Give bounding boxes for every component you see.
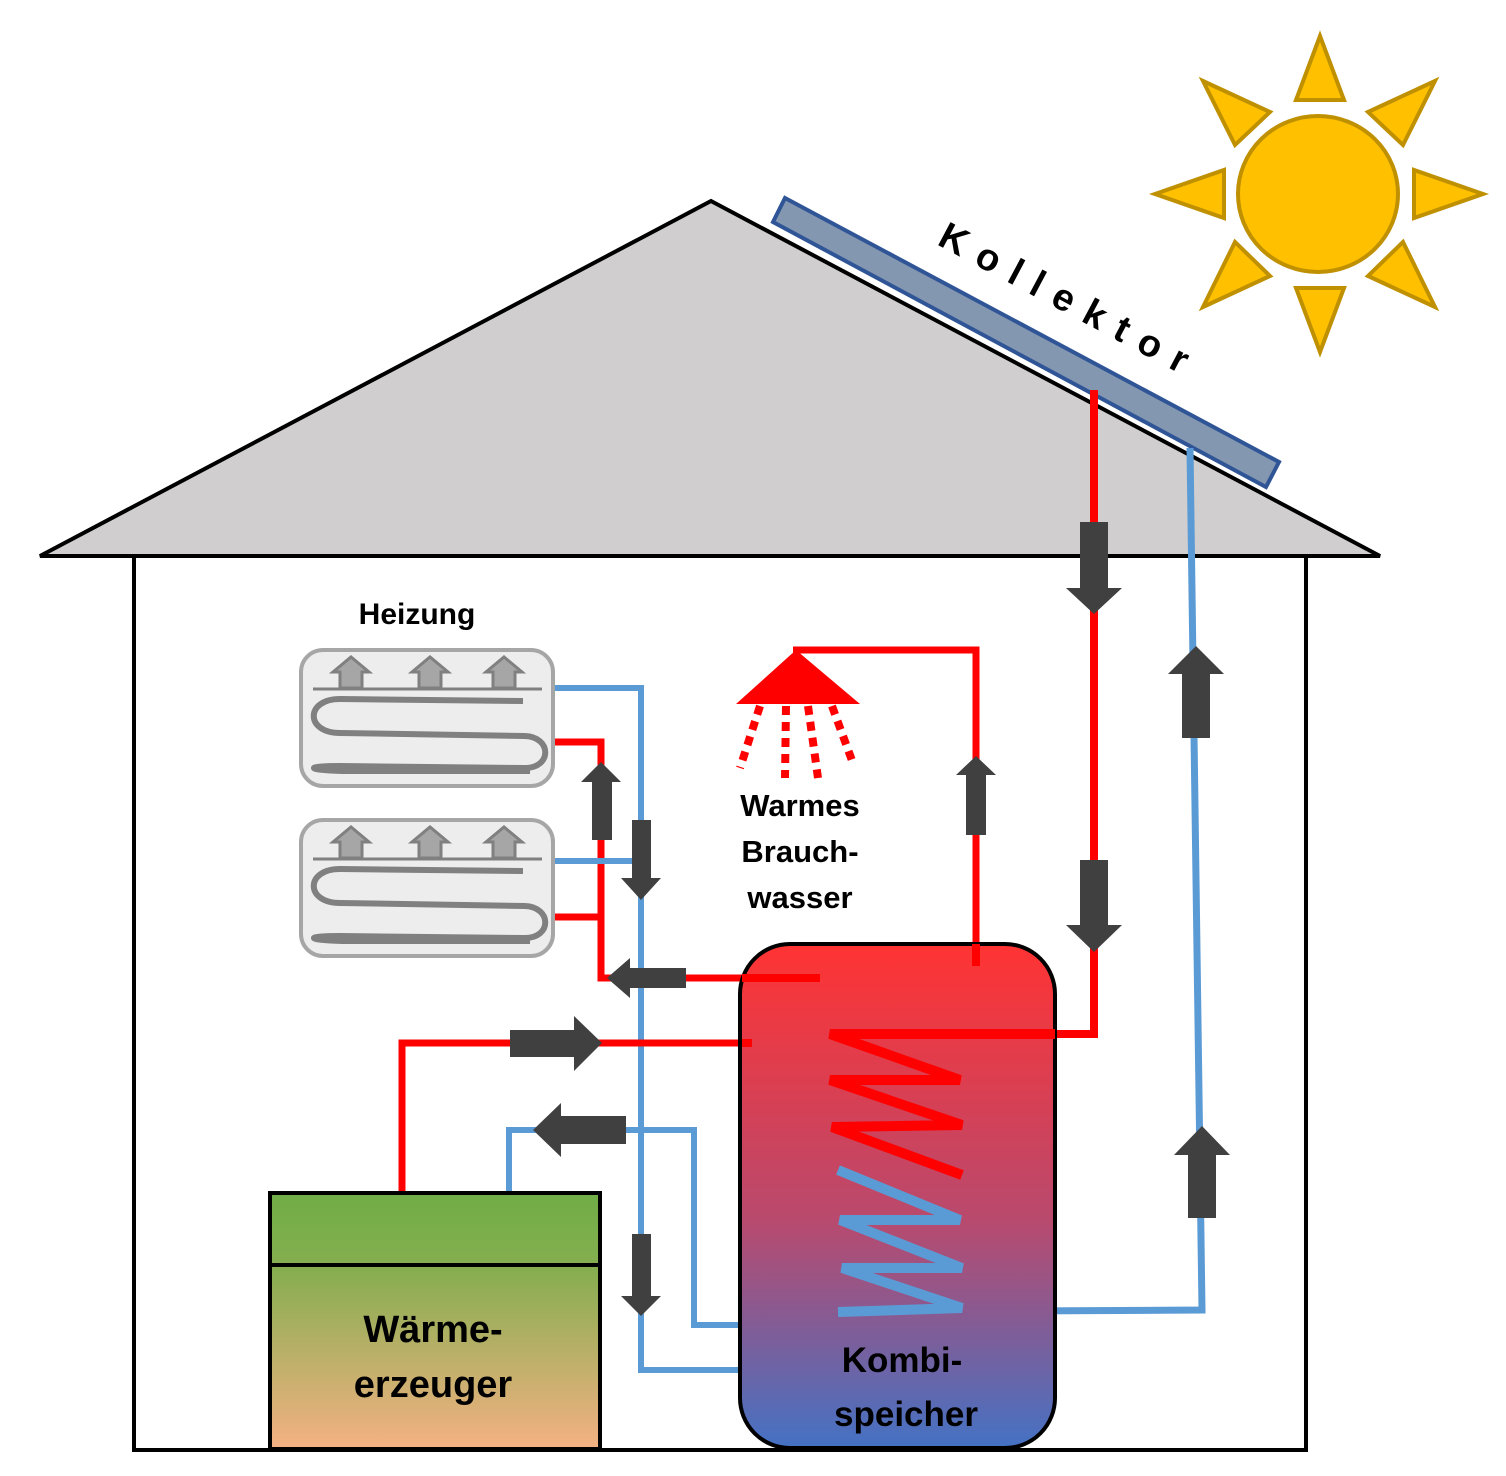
flow-arrow-down-icon: [621, 1234, 661, 1316]
flow-arrow-right-icon: [510, 1016, 602, 1071]
heat-rise-icon: [328, 655, 527, 690]
storage-internal-pipes: [742, 944, 1055, 1317]
hot-water-label-1: Warmes: [740, 788, 859, 823]
shower-icon: [736, 650, 860, 779]
flow-arrow-up-icon: [956, 756, 996, 835]
flow-arrow-down-icon: [1066, 522, 1122, 614]
hot-water-label-3: wasser: [746, 880, 852, 915]
radiator-2: [299, 818, 555, 958]
heat-generator-label-2: erzeuger: [354, 1364, 513, 1406]
radiator-1: [299, 648, 555, 788]
flow-arrow-up-icon: [1168, 646, 1224, 738]
flow-arrow-left-icon: [533, 1103, 626, 1157]
house-roof: [39, 198, 1381, 558]
heating-return-pipe: [553, 685, 740, 1373]
sun-icon: [1148, 30, 1490, 358]
heat-generator: [268, 1191, 602, 1451]
solar-collector: [770, 195, 1282, 490]
generator-supply-pipe: [398, 1039, 742, 1193]
heating-label: Heizung: [359, 598, 476, 631]
flow-arrow-down-icon: [1066, 860, 1122, 952]
hot-water-label-2: Brauch-: [741, 834, 858, 869]
flow-arrow-up-icon: [1174, 1126, 1230, 1218]
storage-label-2: speicher: [834, 1395, 978, 1434]
flow-arrow-left-icon: [607, 958, 686, 998]
generator-return-pipe: [506, 1127, 740, 1328]
hot-water-pipe: [793, 646, 980, 966]
heat-generator-label-1: Wärme-: [363, 1309, 502, 1351]
heat-rise-icon: [328, 825, 527, 860]
flow-arrow-down-icon: [621, 820, 661, 900]
storage-label-1: Kombi-: [842, 1341, 963, 1380]
flow-arrow-up-icon: [581, 762, 621, 840]
